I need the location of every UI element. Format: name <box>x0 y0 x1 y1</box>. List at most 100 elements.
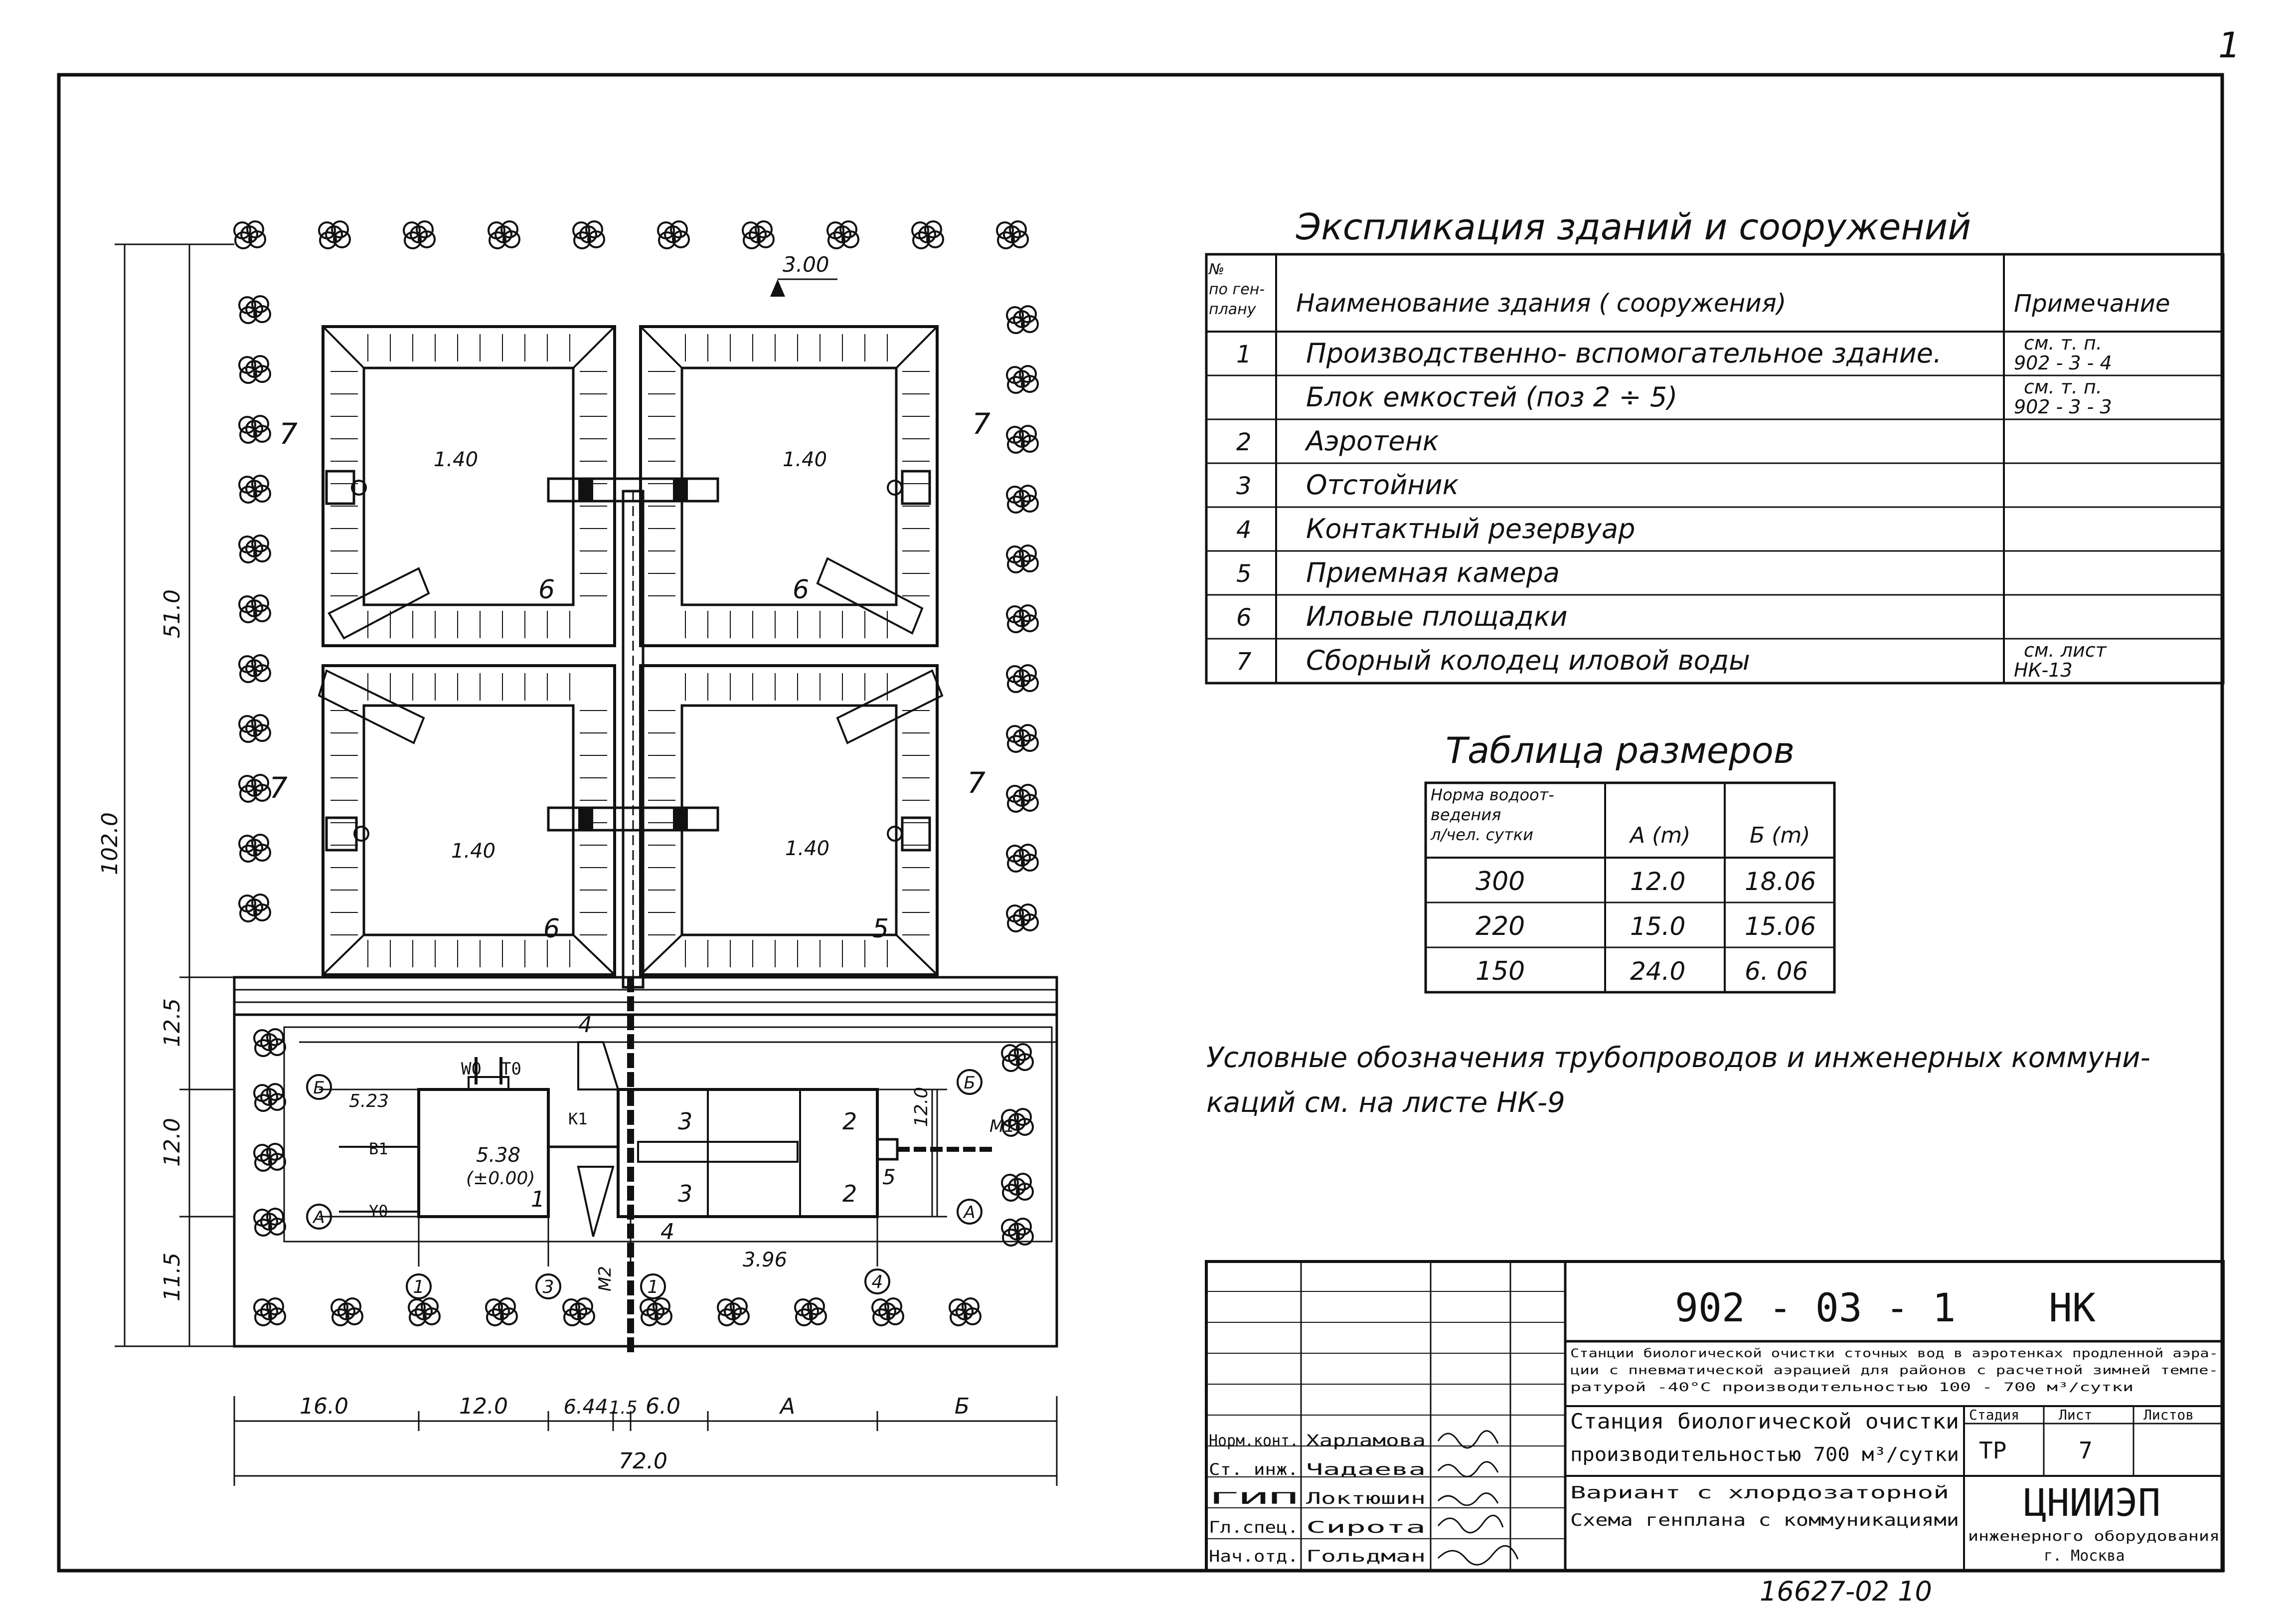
marker-4-a: 4 <box>578 1012 592 1038</box>
title-block-grid <box>1206 1291 1565 1570</box>
tree-icon <box>1001 1218 1034 1247</box>
expl-header-num-1: № <box>1208 261 1224 278</box>
expl-row-name: Сборный колодец иловой воды <box>1306 645 1750 676</box>
doc-section: НК <box>2049 1286 2096 1331</box>
tree-icon <box>1006 305 1039 334</box>
sizes-row-norm: 220 <box>1476 911 1525 941</box>
tree-icon <box>640 1297 672 1326</box>
marker-7-a: 7 <box>279 417 298 451</box>
pipe-m2: M2 <box>595 1266 615 1291</box>
dim-d1: 16.0 <box>300 1394 348 1419</box>
dim-pads-vertical: 51.0 <box>160 589 185 638</box>
pipe-m1: M1 <box>989 1116 1015 1136</box>
tree-icon <box>794 1297 827 1326</box>
axis-label-3: 3 <box>543 1277 554 1297</box>
dim-d4: 1.5 <box>609 1398 637 1418</box>
expl-row-name: Контактный резервуар <box>1306 513 1635 544</box>
doc-code: 902 - 03 - 1 <box>1675 1286 1956 1331</box>
marker-2-b: 2 <box>842 1180 857 1207</box>
marker-5-a: 5 <box>872 914 889 944</box>
marker-7-c: 7 <box>269 771 288 805</box>
tree-icon <box>238 355 271 384</box>
expl-row-note-2: НК-13 <box>2014 659 2073 681</box>
level-marks: 3.00 1.40 1.40 1.40 1.40 5.23 5.38 (±0.0… <box>349 252 837 1271</box>
tree-icon <box>1001 1173 1034 1202</box>
marker-7-d: 7 <box>967 766 985 800</box>
explication-title: Экспликация зданий и сооружений <box>1296 206 1971 248</box>
axis-label-b-left: Б <box>313 1078 325 1098</box>
horizontal-dimensions: 16.0 12.0 6.44 1.5 6.0 А Б 72.0 <box>233 1394 1058 1486</box>
expl-row-note-1: см. лист <box>2024 639 2108 661</box>
axis-label-a-left: А <box>312 1208 325 1228</box>
expl-row-name: Аэротенк <box>1305 425 1439 457</box>
variant-line-2: Схема генплана с коммуникациями <box>1570 1510 1959 1530</box>
pipe-k1: K1 <box>568 1109 588 1128</box>
tree-icon <box>1006 724 1039 753</box>
sizes-title: Таблица размеров <box>1446 729 1795 771</box>
tree-icon <box>949 1297 982 1326</box>
tree-icon <box>238 834 271 863</box>
expl-header-num-2: по ген- <box>1209 281 1265 298</box>
sheets-label: Листов <box>2143 1407 2194 1423</box>
production-building <box>417 1088 550 1218</box>
sizes-row-b: 18.06 <box>1745 867 1816 896</box>
tree-icon <box>238 535 271 563</box>
signatures <box>1437 1430 1519 1566</box>
expl-row-name: Блок емкостей (поз 2 ÷ 5) <box>1306 381 1677 413</box>
tree-icon <box>238 295 271 324</box>
expl-row-num: 6 <box>1236 604 1252 632</box>
tree-icon <box>488 220 520 249</box>
expl-row-name: Приемная камера <box>1306 557 1560 588</box>
tree-rows <box>233 220 1039 1326</box>
expl-row-note-2: 902 - 3 - 4 <box>2014 352 2112 374</box>
tree-icon <box>1006 544 1039 573</box>
sizes-header-b: Б (m) <box>1750 823 1810 848</box>
level-b-left: 5.23 <box>349 1091 389 1111</box>
pad-hatching <box>330 334 930 967</box>
level-bottom: 3.96 <box>743 1249 787 1271</box>
tree-icon <box>1006 844 1039 873</box>
marker-5-b: 5 <box>882 1165 896 1189</box>
pipe-t0: T0 <box>501 1059 521 1079</box>
tree-icon <box>1006 903 1039 932</box>
dim-d5: 6.0 <box>646 1394 680 1419</box>
expl-row-name: Отстойник <box>1306 469 1459 501</box>
dim-total-vertical: 102.0 <box>97 812 123 875</box>
expl-row-num: 1 <box>1236 341 1252 368</box>
tree-icon <box>911 220 944 249</box>
sizes-header-norm-2: ведения <box>1431 805 1501 824</box>
marker-3-a: 3 <box>678 1108 692 1135</box>
staff-name: Харламова <box>1306 1431 1426 1450</box>
tree-icon <box>572 220 605 249</box>
expl-row-num: 4 <box>1236 516 1252 544</box>
staff-name: Гольдман <box>1306 1547 1426 1566</box>
sheet-label: Лист <box>2059 1407 2092 1423</box>
sizes-row-norm: 150 <box>1476 956 1525 986</box>
staff-role: Нач.отд. <box>1209 1547 1299 1566</box>
level-top: 3.00 <box>783 252 829 277</box>
axis-label-b-right: Б <box>964 1073 975 1093</box>
expl-row-num: 7 <box>1236 648 1252 676</box>
sheet-frame <box>57 73 2224 1573</box>
expl-row-num: 5 <box>1236 560 1252 588</box>
tree-icon <box>996 220 1029 249</box>
doc-description-2: ции с пневматической аэрацией для районо… <box>1570 1363 2218 1377</box>
dim-a2-vertical: 12.0 <box>160 1118 185 1167</box>
expl-header-note: Примечание <box>2014 290 2170 318</box>
tree-icon <box>1001 1108 1034 1137</box>
dim-right: 12.0 <box>911 1087 932 1127</box>
level-pad-3: 1.40 <box>451 840 495 863</box>
expl-header-num-3: плану <box>1209 301 1257 318</box>
doc-description-3: ратурой -40°С производительностью 100 - … <box>1570 1380 2133 1394</box>
expl-row-name: Иловые площадки <box>1306 601 1568 632</box>
tree-icon <box>403 220 436 249</box>
tree-icon <box>238 714 271 743</box>
tree-icon <box>318 220 351 249</box>
marker-4-b: 4 <box>660 1219 674 1245</box>
tree-icon <box>253 1083 286 1112</box>
dim-total-horizontal: 72.0 <box>619 1448 667 1474</box>
variant-line-1: Вариант с хлордозаторной <box>1570 1483 1949 1503</box>
